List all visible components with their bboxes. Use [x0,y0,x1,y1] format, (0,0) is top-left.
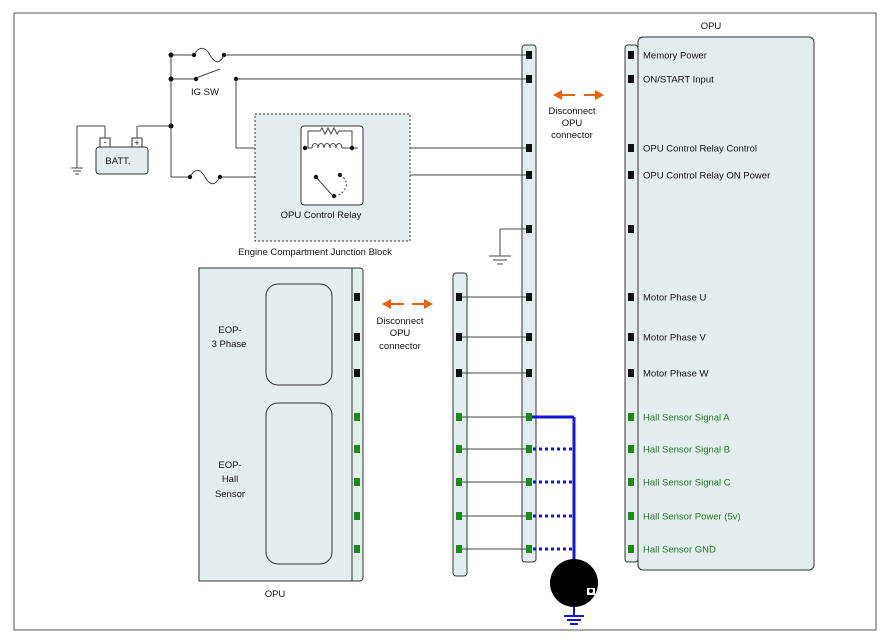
inline-connector-main [521,44,537,563]
opu-right-pin-label: Memory Power [643,51,707,62]
opu-right-pin [628,478,634,486]
opu-right-pin-label: Motor Phase V [643,333,706,344]
batt-plus: + [134,138,139,148]
opu-right-pin [628,512,634,520]
opu-right-pin-label: Hall Sensor Power (5v) [643,512,741,523]
eop-connector-pin [456,478,462,486]
opu-right-pin-label: Hall Sensor GND [643,545,716,556]
opu-right-pin [628,51,634,59]
opu-right-pin-label: ON/START Input [643,75,714,86]
main-connector-pin [526,144,532,152]
main-connector-pins [526,51,532,553]
opu-right-body [637,36,815,571]
opu-right-title: OPU [701,21,722,32]
main-connector-pin [526,171,532,179]
disconnect-arrow-top [553,90,604,100]
opu-left-pin [354,545,360,553]
opu-right-pin [628,369,634,377]
disconnect-top-line3: connector [551,130,593,141]
opu-right-pin-label: OPU Control Relay Control [643,144,757,155]
disconnect-bottom-line1: Disconnect [377,316,424,327]
eop-wiring [354,293,529,553]
shield-ground [550,559,598,625]
main-connector-pin [526,225,532,233]
opu-right-pin-label: Hall Sensor Signal B [643,445,730,456]
opu-right-pin [628,413,634,421]
battery [71,125,149,175]
opu-right-pin-label: Motor Phase W [643,369,708,380]
eop-connector-pin [456,445,462,453]
main-connector-pin [526,478,532,486]
opu-left-pin [354,413,360,421]
eop-hall-line2: Hall [222,474,238,485]
eop-hall-line3: Sensor [215,489,245,500]
opu-right-pin-label: Hall Sensor Signal C [643,478,731,489]
batt-label: BATT. [105,156,130,167]
main-connector-pin [526,545,532,553]
ig-sw-label: IG SW [191,87,219,98]
eop-connector-pin [456,369,462,377]
opu-right-pin-label: OPU Control Relay ON Power [643,171,770,182]
relay-label: OPU Control Relay [281,210,362,221]
disconnect-top-line1: Disconnect [549,106,596,117]
eop-3phase-block [265,283,333,386]
eop-connector-pin [456,333,462,341]
opu-right-pin [628,225,634,233]
disconnect-bottom-line3: connector [379,341,421,352]
eop-3phase-line1: EOP- [218,325,241,336]
eop-hall-block [265,402,333,565]
relay [300,125,364,206]
eop-connector-pin [456,545,462,553]
opu-right-pin-label: Hall Sensor Signal A [643,413,730,424]
opu-right-pin [628,293,634,301]
main-connector-pin [526,369,532,377]
disconnect-top-line2: OPU [562,118,583,129]
main-connector-pin [526,333,532,341]
eop-connector-pin [456,293,462,301]
junction-block-label: Engine Compartment Junction Block [238,247,392,258]
opu-left-pin [354,293,360,301]
main-connector-pin [526,51,532,59]
opu-right-pin [628,445,634,453]
main-connector-pin [526,413,532,421]
inline-connector-eop [452,272,468,577]
eop-connector-pin [456,512,462,520]
opu-right-pin [628,144,634,152]
opu-left-pin [354,333,360,341]
opu-left-title: OPU [265,589,286,600]
opu-left-pin [354,445,360,453]
eop-connector-pin [456,413,462,421]
opu-left-pin [354,512,360,520]
main-connector-pin [526,512,532,520]
disconnect-arrow-bottom [382,299,433,309]
hall-sensor-wiring [529,415,576,560]
batt-minus: - [104,137,107,147]
opu-right-pin [628,333,634,341]
eop-hall-line1: EOP- [218,460,241,471]
opu-right-pin [628,545,634,553]
main-connector-pin [526,75,532,83]
diagram-frame [13,12,877,631]
eop-3phase-line2: 3 Phase [212,339,247,350]
opu-right-pin [628,171,634,179]
main-connector-pin [526,445,532,453]
opu-right-pin [628,75,634,83]
opu-right-pin-label: Motor Phase U [643,293,706,304]
opu-left-pin [354,478,360,486]
disconnect-bottom-line2: OPU [390,328,411,339]
opu-left-pin [354,369,360,377]
main-connector-pin [526,293,532,301]
